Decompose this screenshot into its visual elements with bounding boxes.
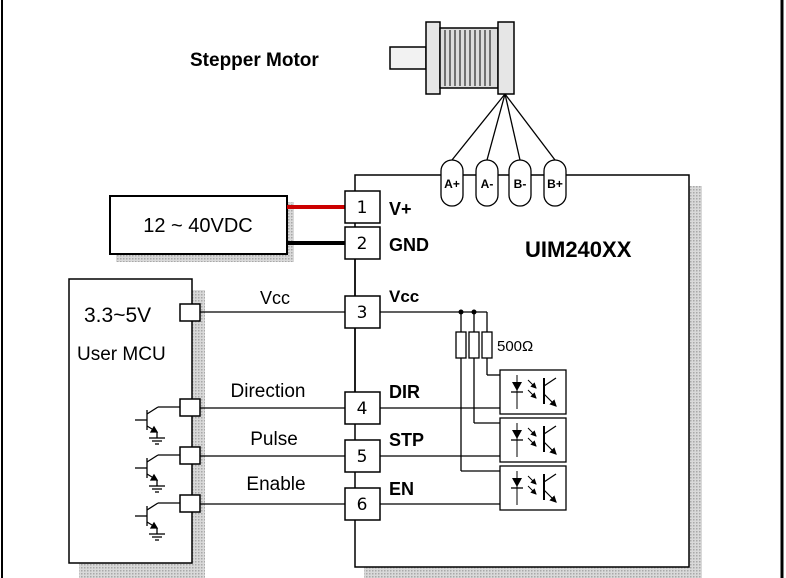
pin-number: 5 bbox=[357, 447, 368, 467]
coil-connector-b-plus: B+ bbox=[543, 159, 567, 207]
wire-label-vcc: Vcc bbox=[260, 288, 290, 308]
coil-label: B- bbox=[514, 177, 527, 191]
optocoupler-en bbox=[499, 465, 567, 511]
optocoupler-stp bbox=[499, 417, 567, 463]
pin-name: Vcc bbox=[389, 287, 419, 306]
pin-number: 1 bbox=[357, 198, 368, 218]
pin-name: DIR bbox=[389, 382, 420, 402]
mcu-box bbox=[68, 278, 193, 564]
resistor-1 bbox=[455, 331, 467, 359]
resistor-label: 500Ω bbox=[497, 338, 533, 355]
mcu-terminal-vcc bbox=[179, 303, 201, 322]
mcu-terminal-pulse bbox=[179, 446, 201, 465]
resistor-3 bbox=[481, 331, 493, 359]
stepper-motor bbox=[389, 21, 515, 95]
coil-connector-a-minus: A- bbox=[475, 159, 499, 207]
pin-name: STP bbox=[389, 430, 424, 450]
mcu-terminal-enable bbox=[179, 494, 201, 513]
motor-shaft bbox=[389, 46, 427, 70]
transistor-pulse bbox=[135, 454, 180, 493]
mcu-terminal-dir bbox=[179, 398, 201, 417]
motor-title: Stepper Motor bbox=[190, 50, 319, 71]
motor-rear-flange bbox=[497, 21, 515, 95]
pin-2: 2 GND bbox=[344, 226, 429, 260]
internal-circuit bbox=[380, 311, 500, 505]
device-name: UIM240XX bbox=[525, 237, 632, 262]
transistor-dir bbox=[135, 406, 180, 445]
pin-number: 3 bbox=[357, 303, 368, 323]
motor-front-flange bbox=[425, 21, 441, 95]
pin-name: EN bbox=[389, 479, 414, 499]
coil-connector-a-plus: A+ bbox=[440, 159, 464, 207]
coil-label: A- bbox=[481, 177, 494, 191]
pin-number: 2 bbox=[357, 234, 368, 254]
pin-5: 5 STP bbox=[344, 430, 424, 473]
pin-1: 1 V+ bbox=[344, 190, 412, 224]
coil-connector-b-minus: B- bbox=[508, 159, 532, 207]
power-supply-label: 12 ~ 40VDC bbox=[143, 215, 253, 237]
coil-label: B+ bbox=[547, 177, 563, 191]
wire-label-pulse: Pulse bbox=[250, 429, 298, 450]
pin-4: 4 DIR bbox=[344, 382, 420, 425]
transistor-enable bbox=[135, 502, 180, 541]
optocoupler-dir bbox=[499, 369, 567, 415]
resistor-2 bbox=[468, 331, 480, 359]
power-supply-box bbox=[109, 195, 288, 255]
pin-name: V+ bbox=[389, 199, 412, 219]
signal-wires bbox=[200, 311, 345, 505]
pin-number: 4 bbox=[357, 399, 368, 419]
wire-label-enable: Enable bbox=[246, 474, 305, 495]
coil-label: A+ bbox=[444, 177, 460, 191]
wire-label-direction: Direction bbox=[231, 381, 306, 402]
motor-leads bbox=[451, 93, 556, 161]
mcu-voltage: 3.3~5V bbox=[84, 304, 151, 327]
pin-name: GND bbox=[389, 235, 429, 255]
resistor-array bbox=[455, 309, 493, 359]
pin-number: 6 bbox=[357, 495, 368, 515]
mcu-name: User MCU bbox=[77, 344, 166, 365]
